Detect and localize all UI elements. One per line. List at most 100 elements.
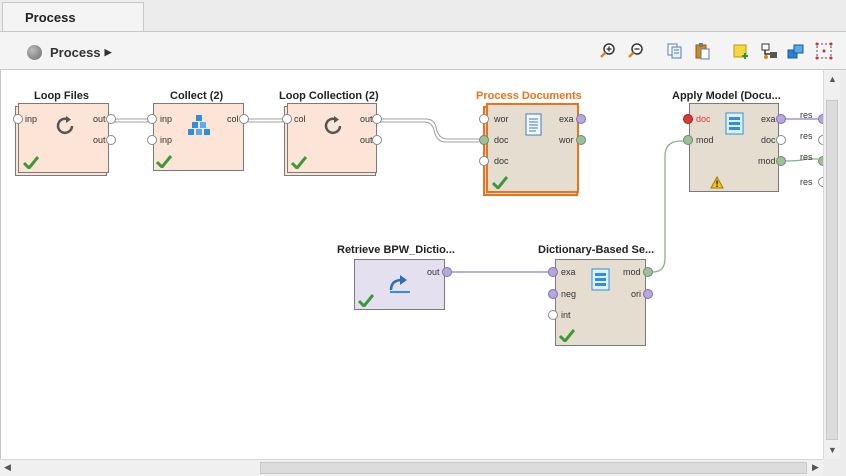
result-port-label: res [800,152,813,162]
port-label: wor [559,135,574,145]
scroll-down-icon[interactable]: ▼ [828,445,837,455]
operator-title: Loop Files [34,90,89,102]
scroll-corner [823,459,846,476]
auto-wire-icon[interactable] [760,42,778,60]
input-port-error[interactable] [683,114,693,124]
port-label: inp [160,114,173,124]
breadcrumb[interactable]: Process ▶ [27,43,112,61]
scroll-up-icon[interactable]: ▲ [828,74,837,84]
checkmark-icon [559,329,575,342]
output-port[interactable] [106,114,116,124]
vertical-scroll-thumb[interactable] [826,100,838,440]
process-toolbar: Process ▶ [0,31,846,70]
loop-icon [56,116,74,135]
output-port[interactable] [776,156,786,166]
connections-layer [109,118,818,273]
checkmark-icon [291,156,307,169]
tab-process[interactable]: Process [2,2,144,32]
horizontal-scroll-thumb[interactable] [260,462,807,474]
port-label: doc [696,114,711,124]
connection-result-mod[interactable] [783,158,818,162]
scroll-left-icon[interactable]: ◀ [4,462,11,472]
breadcrumb-label: Process [50,44,101,60]
copy-icon[interactable] [666,42,684,60]
port-label: doc [494,135,509,145]
output-port[interactable] [776,114,786,124]
loop-icon [324,116,342,135]
output-port[interactable] [576,135,586,145]
output-port[interactable] [239,114,249,124]
input-port[interactable] [282,114,292,124]
output-port[interactable] [372,114,382,124]
process-canvas[interactable]: Loop Files inp out out Collect (2) inp i… [0,70,828,459]
vertical-scrollbar[interactable]: ▲ ▼ [823,70,840,459]
checkmark-icon [156,155,172,168]
operator-collect[interactable] [153,103,244,171]
port-label: neg [561,289,577,299]
output-port[interactable] [372,135,382,145]
input-port[interactable] [147,114,157,124]
zoom-out-icon[interactable] [627,42,645,60]
output-port[interactable] [576,114,586,124]
operator-process-documents[interactable] [486,103,579,193]
port-label: exa [559,114,574,124]
port-label: ori [631,289,642,299]
output-port[interactable] [442,267,452,277]
port-label: mod [623,267,641,277]
input-port[interactable] [13,114,23,124]
paste-icon[interactable] [693,42,711,60]
operator-retrieve[interactable] [354,259,445,310]
port-label: out [93,135,106,145]
operator-apply-model[interactable] [689,103,779,192]
warning-icon[interactable] [710,176,724,189]
model-icon [725,112,744,135]
retrieve-icon [389,275,410,293]
port-label: inp [160,135,173,145]
checkmark-icon [492,176,508,189]
input-port[interactable] [479,114,489,124]
port-label: out [427,267,440,277]
input-port[interactable] [683,135,693,145]
operator-title: Process Documents [476,90,582,102]
connection-model[interactable] [652,140,685,273]
output-port[interactable] [106,135,116,145]
output-port[interactable] [643,267,653,277]
select-all-icon[interactable] [815,42,833,60]
document-icon [525,113,542,136]
input-port[interactable] [548,289,558,299]
result-port-label: res [800,110,813,120]
operator-title: Retrieve BPW_Dictio... [337,244,455,256]
port-label: exa [561,267,576,277]
port-label: doc [494,156,509,166]
port-label: exa [761,114,776,124]
operator-title: Apply Model (Docu... [672,90,781,102]
model-icon [591,268,610,291]
input-port[interactable] [548,310,558,320]
input-port[interactable] [147,135,157,145]
arrange-icon[interactable] [787,42,805,60]
horizontal-scrollbar[interactable]: ◀ ▶ [0,459,823,476]
result-port-label: res [800,177,813,187]
process-icon [27,44,42,60]
input-port[interactable] [479,135,489,145]
connection-documents[interactable] [377,121,479,143]
add-note-icon[interactable] [732,42,750,60]
operator-loop-files[interactable] [18,103,109,173]
checkmark-icon [358,294,374,307]
port-label: out [360,135,373,145]
operator-dictionary-sentiment[interactable] [555,259,646,346]
scroll-right-icon[interactable]: ▶ [812,462,819,472]
port-label: wor [494,114,509,124]
port-label: out [93,114,106,124]
input-port[interactable] [479,156,489,166]
input-port[interactable] [548,267,558,277]
output-port[interactable] [776,135,786,145]
zoom-in-icon[interactable] [599,42,617,60]
operator-title: Dictionary-Based Se... [538,244,655,256]
output-port[interactable] [643,289,653,299]
port-label: col [227,114,239,124]
port-label: mod [696,135,714,145]
operator-title: Collect (2) [170,90,224,102]
connection-documents[interactable] [377,118,479,140]
chevron-right-icon: ▶ [104,46,112,57]
